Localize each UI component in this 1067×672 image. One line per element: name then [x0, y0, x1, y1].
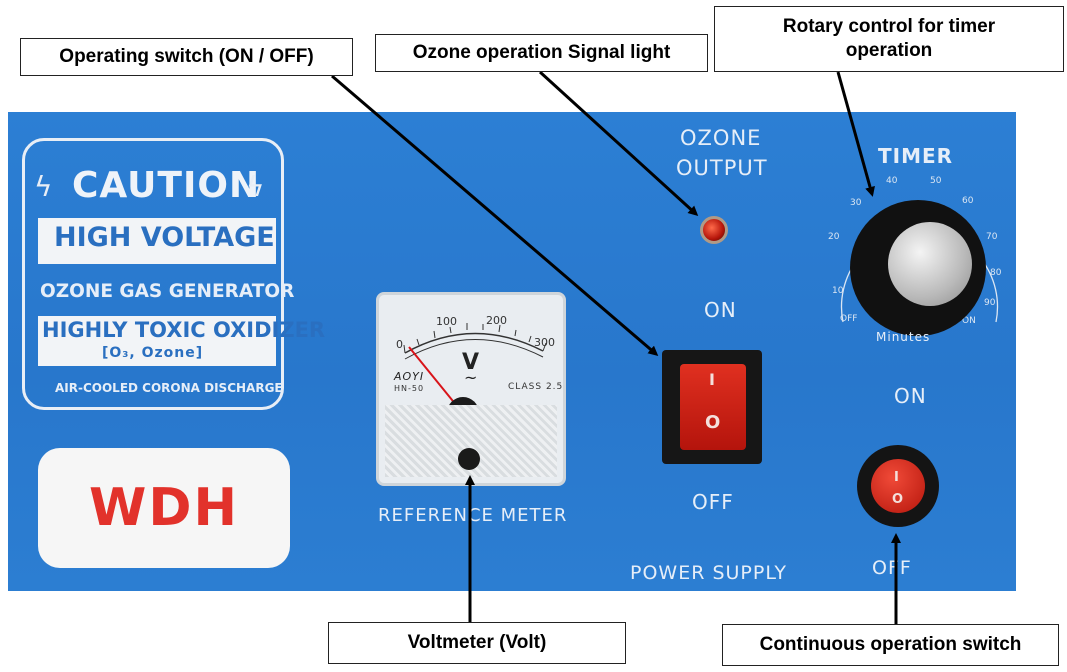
- timer-dial-off: OFF: [840, 314, 858, 324]
- meter-needle: [408, 346, 462, 412]
- brand-plate: WDH: [38, 448, 290, 568]
- timer-dial-30: 30: [850, 198, 862, 208]
- meter-tick-300: 300: [534, 336, 555, 349]
- meter-zero-adjust[interactable]: [458, 448, 480, 470]
- operating-switch[interactable]: [680, 364, 746, 450]
- high-voltage-text: HIGH VOLTAGE: [54, 222, 275, 253]
- callout-timer-control: Rotary control for timer operation: [714, 6, 1064, 72]
- callout-timer-control-line2: operation: [845, 40, 933, 61]
- ozone-output-label-2: OUTPUT: [676, 156, 768, 180]
- power-supply-label: POWER SUPPLY: [630, 562, 787, 584]
- callout-voltmeter: Voltmeter (Volt): [328, 622, 626, 664]
- operating-switch-on-mark: I: [709, 370, 715, 389]
- meter-unit: V: [462, 350, 481, 375]
- meter-class: CLASS 2.5: [508, 382, 564, 392]
- timer-label: TIMER: [878, 144, 954, 168]
- callout-continuous-switch-text: Continuous operation switch: [759, 634, 1022, 656]
- meter-model: HN-50: [394, 384, 425, 393]
- callout-signal-light: Ozone operation Signal light: [375, 34, 708, 72]
- ozone-signal-light: [700, 216, 728, 244]
- ozone-formula-text: [O₃, Ozone]: [102, 345, 204, 361]
- main-off-label: OFF: [692, 490, 734, 514]
- generator-text: OZONE GAS GENERATOR: [40, 281, 295, 302]
- toxic-bar: [38, 316, 276, 366]
- lightning-left-icon: ϟ: [34, 170, 54, 203]
- operating-switch-off-mark: O: [705, 412, 721, 433]
- brand-name: WDH: [88, 478, 240, 538]
- timer-dial-20: 20: [828, 232, 840, 242]
- timer-dial-90: 90: [984, 298, 996, 308]
- timer-dial-60: 60: [962, 196, 974, 206]
- timer-dial-50: 50: [930, 176, 942, 186]
- callout-voltmeter-text: Voltmeter (Volt): [407, 632, 547, 654]
- meter-caption: REFERENCE METER: [378, 505, 568, 526]
- cont-switch-on-mark: I: [894, 470, 899, 485]
- discharge-text: AIR-COOLED CORONA DISCHARGE: [55, 381, 283, 395]
- ozone-output-label-1: OZONE: [680, 126, 762, 150]
- timer-dial-40: 40: [886, 176, 898, 186]
- minutes-label: Minutes: [876, 330, 931, 344]
- meter-ac-symbol: ~: [464, 368, 479, 387]
- caution-label: [22, 138, 284, 410]
- main-on-label: ON: [704, 298, 737, 322]
- caution-title: CAUTION: [72, 165, 261, 206]
- cont-on-label: ON: [894, 384, 927, 408]
- cont-off-label: OFF: [872, 557, 912, 579]
- meter-maker: AOYI: [394, 370, 425, 383]
- timer-knob-cap: [888, 222, 972, 306]
- callout-signal-light-text: Ozone operation Signal light: [412, 42, 671, 64]
- callout-operating-switch-text: Operating switch (ON / OFF): [59, 46, 314, 68]
- lightning-right-icon: ϟ: [246, 170, 266, 203]
- callout-operating-switch: Operating switch (ON / OFF): [20, 38, 353, 76]
- meter-tick-100: 100: [436, 315, 457, 328]
- continuous-switch[interactable]: [871, 459, 925, 513]
- meter-tick-200: 200: [486, 314, 507, 327]
- cont-switch-off-mark: O: [892, 492, 904, 507]
- timer-dial-10: 10: [832, 286, 844, 296]
- callout-continuous-switch: Continuous operation switch: [722, 624, 1059, 666]
- high-voltage-bar: [38, 218, 276, 264]
- meter-tick-0: 0: [396, 338, 403, 351]
- timer-dial-70: 70: [986, 232, 998, 242]
- toxic-text: HIGHLY TOXIC OXIDIZER: [42, 318, 326, 342]
- timer-dial-80: 80: [990, 268, 1002, 278]
- callout-timer-control-line1: Rotary control for timer: [782, 16, 996, 38]
- timer-dial-on: ON: [962, 316, 976, 326]
